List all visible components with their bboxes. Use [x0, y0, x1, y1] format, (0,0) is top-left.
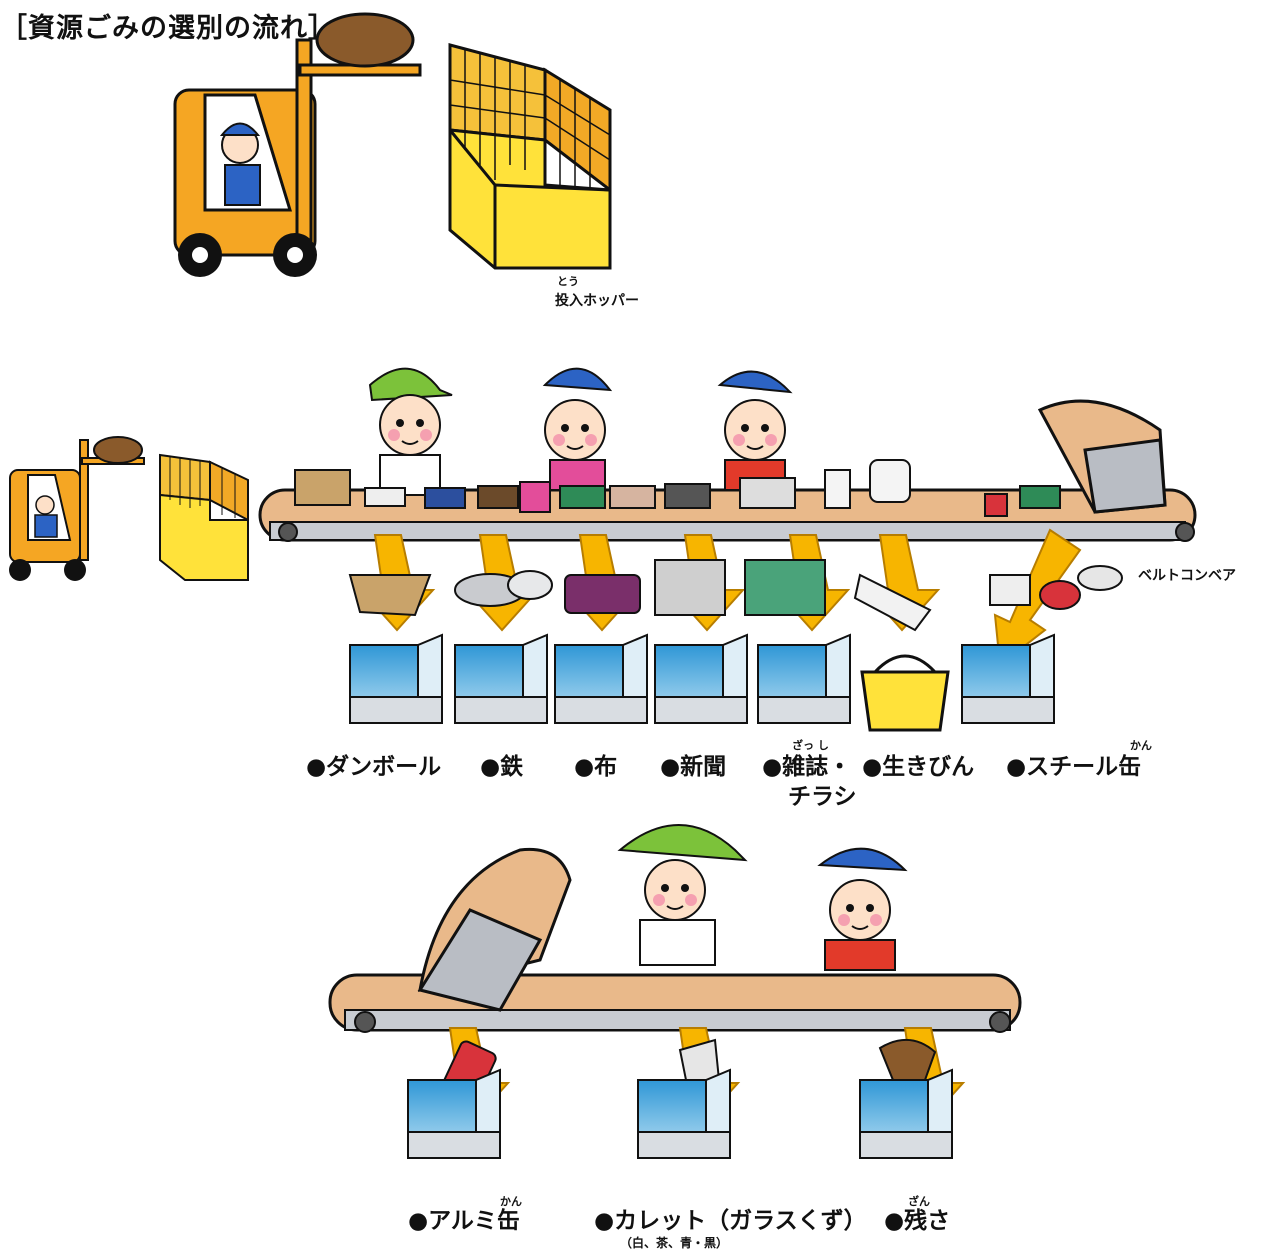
category-aluminum-can: ●アルミ缶	[408, 1208, 520, 1234]
hopper-large	[448, 43, 612, 270]
hopper-label: 投入ホッパー	[555, 293, 639, 309]
aluminum-can-ruby: かん	[500, 1195, 522, 1208]
steel-can-ruby: かん	[1130, 739, 1152, 752]
category-steel-can: ●スチール缶	[1006, 754, 1142, 780]
category-residue: ●残さ	[884, 1208, 951, 1234]
hopper-ruby: とう	[557, 275, 579, 288]
category-magazine: ●雑誌・	[762, 754, 852, 780]
worker-girl-3	[817, 847, 908, 971]
residue-ruby: ざん	[908, 1195, 930, 1208]
worker-green-cap-2	[617, 824, 748, 966]
belt-conveyor-1	[258, 399, 1197, 542]
category-cardboard: ●ダンボール	[306, 754, 442, 780]
hopper-small	[159, 453, 249, 581]
forklift-small	[9, 436, 145, 581]
category-cloth: ●布	[574, 754, 618, 780]
worker-girl-2	[717, 370, 793, 491]
worker-girl-1	[542, 367, 613, 491]
page-title: ［資源ごみの選別の流れ］	[0, 13, 336, 44]
category-cullet: ●カレット（ガラスくず）	[594, 1208, 867, 1234]
magazine-ruby: ざっ し	[792, 739, 829, 752]
category-newspaper: ●新聞	[660, 754, 727, 780]
belt-conveyor-2	[328, 847, 1022, 1033]
stage1-bins	[349, 634, 1055, 732]
forklift-large	[173, 12, 422, 277]
category-returnable-bottle: ●生きびん	[862, 754, 975, 780]
worker-green-cap	[368, 367, 453, 496]
category-magazine-line2: チラシ	[788, 784, 857, 810]
cullet-note: （白、茶、青・黒）	[620, 1236, 729, 1250]
belt-items	[294, 459, 1061, 517]
stage1-sorted-items	[348, 559, 1123, 632]
conveyor-label: ベルトコンベア	[1138, 568, 1236, 584]
category-iron: ●鉄	[480, 754, 524, 780]
stage2-bins	[407, 1069, 953, 1159]
